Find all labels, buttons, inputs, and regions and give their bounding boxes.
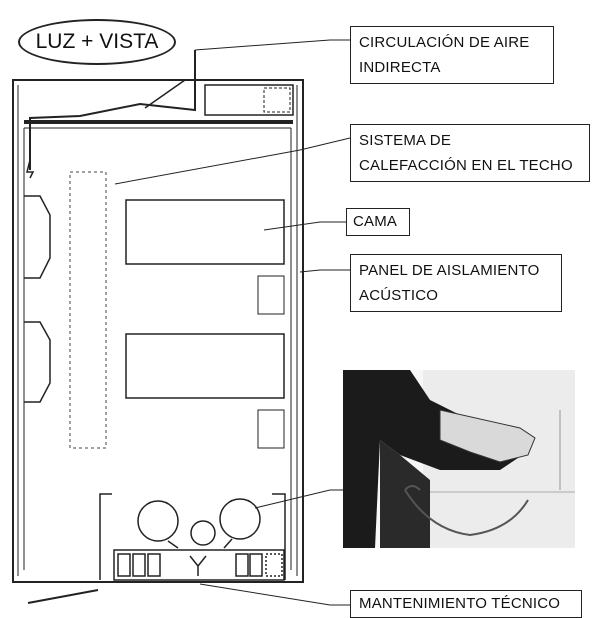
entry-line [27, 589, 99, 604]
label-acoustic-panel-line2: ACÚSTICO [359, 287, 439, 304]
ceiling-heating-strip [69, 171, 107, 449]
bed-2 [125, 333, 285, 399]
leader-lines [114, 39, 351, 606]
label-technical-maintenance: MANTENIMIENTO TÉCNICO [350, 590, 582, 618]
maintenance-units [113, 549, 285, 581]
label-bed: CAMA [346, 208, 410, 236]
label-acoustic-panel-line1: PANEL DE AISLAMIENTO [359, 262, 540, 279]
sink-area [99, 493, 286, 580]
beds [125, 199, 285, 449]
label-ceiling-heating-line2: CALEFACCIÓN EN EL TECHO [359, 157, 573, 174]
title-oval: LUZ + VISTA [18, 19, 176, 65]
label-bed-text: CAMA [353, 213, 398, 230]
room-walls [12, 79, 304, 583]
air-duct [24, 50, 294, 179]
window-bays [24, 195, 51, 403]
label-ceiling-heating: SISTEMA DE CALEFACCIÓN EN EL TECHO [350, 124, 590, 182]
label-air-circulation-line2: INDIRECTA [359, 59, 441, 76]
bed-1 [125, 199, 285, 265]
label-air-circulation-line1: CIRCULACIÓN DE AIRE [359, 34, 530, 51]
photo-inset [343, 370, 575, 548]
label-acoustic-panel: PANEL DE AISLAMIENTO ACÚSTICO [350, 254, 562, 312]
label-air-circulation: CIRCULACIÓN DE AIRE INDIRECTA [350, 26, 554, 84]
label-technical-maintenance-text: MANTENIMIENTO TÉCNICO [359, 595, 561, 612]
label-ceiling-heating-line1: SISTEMA DE [359, 132, 452, 149]
